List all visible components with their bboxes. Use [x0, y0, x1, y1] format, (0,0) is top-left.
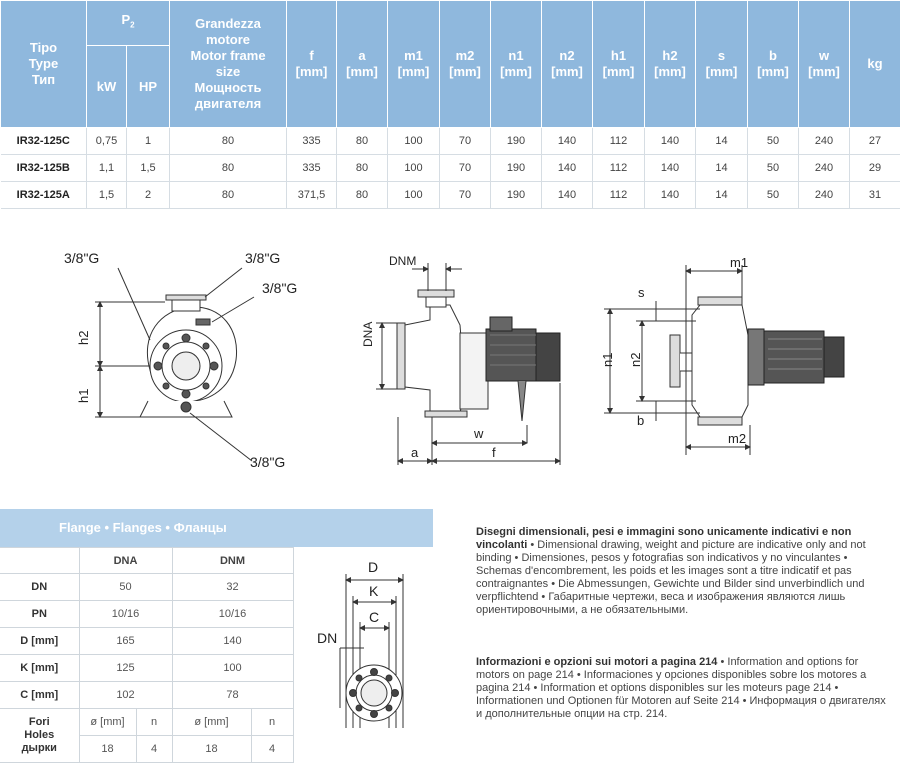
drawing-label-m1: m1 [730, 255, 748, 270]
drawing-label-g2: 3/8"G [245, 250, 280, 266]
col-header-kw: kW [87, 46, 127, 128]
flange-col-dna: DNA [79, 548, 172, 574]
table-row: K [mm] 125 100 [0, 655, 293, 682]
col-header-a: a[mm] [337, 1, 388, 128]
col-header-h1: h1[mm] [593, 1, 645, 128]
col-header-p2: P2 [87, 1, 170, 46]
drawing-label-n2: n2 [628, 353, 643, 367]
table-row: PN 10/16 10/16 [0, 601, 293, 628]
flange-title-bar: Flange • Flanges • Фланцы [0, 509, 433, 547]
front-view-drawing [95, 268, 254, 461]
drawing-label-dnm: DNM [389, 254, 416, 268]
col-header-w: w[mm] [799, 1, 850, 128]
flange-drawing: D K C DN [300, 548, 440, 762]
drawing-label-D: D [368, 559, 378, 575]
drawing-label-n1: n1 [600, 353, 615, 367]
drawing-label-K: K [369, 583, 379, 599]
dimension-drawings: 3/8"G 3/8"G 3/8"G 3/8"G h2 h1 [0, 225, 900, 505]
drawing-label-w: w [473, 426, 484, 441]
drawing-label-m2: m2 [728, 431, 746, 446]
col-header-n1: n1[mm] [491, 1, 542, 128]
drawing-label-DN: DN [317, 630, 337, 646]
flange-col-dnm: DNM [172, 548, 293, 574]
col-header-f: f[mm] [287, 1, 337, 128]
drawing-label-g4: 3/8"G [250, 454, 285, 470]
flange-title: Flange • Flanges • Фланцы [59, 520, 227, 535]
col-header-n2: n2[mm] [542, 1, 593, 128]
col-header-hp: HP [127, 46, 170, 128]
drawing-label-dna: DNA [361, 322, 375, 347]
drawing-label-s: s [638, 285, 645, 300]
col-header-m2: m2[mm] [440, 1, 491, 128]
disclaimer-note: Disegni dimensionali, pesi e immagini so… [476, 526, 884, 617]
table-row: C [mm] 102 78 [0, 682, 293, 709]
table-row: D [mm] 165 140 [0, 628, 293, 655]
drawing-label-h2: h2 [76, 331, 91, 345]
col-header-s: s[mm] [696, 1, 748, 128]
col-header-h2: h2[mm] [645, 1, 696, 128]
drawing-label-g3: 3/8"G [262, 280, 297, 296]
drawing-label-f: f [492, 445, 496, 460]
flange-table: DNA DNM DN 50 32 PN 10/16 10/16 D [mm] 1… [0, 547, 294, 763]
table-row: DN 50 32 [0, 574, 293, 601]
col-header-kg: kg [850, 1, 900, 128]
drawing-label-a: a [411, 445, 419, 460]
motor-info-note: Informazioni e opzioni sui motori a pagi… [476, 656, 888, 721]
drawing-label-g1: 3/8"G [64, 250, 99, 266]
col-header-b: b[mm] [748, 1, 799, 128]
drawing-label-b: b [637, 413, 644, 428]
side-view-drawing [376, 263, 560, 465]
col-header-m1: m1[mm] [388, 1, 440, 128]
drawing-label-C: C [369, 609, 379, 625]
drawing-label-h1: h1 [76, 389, 91, 403]
